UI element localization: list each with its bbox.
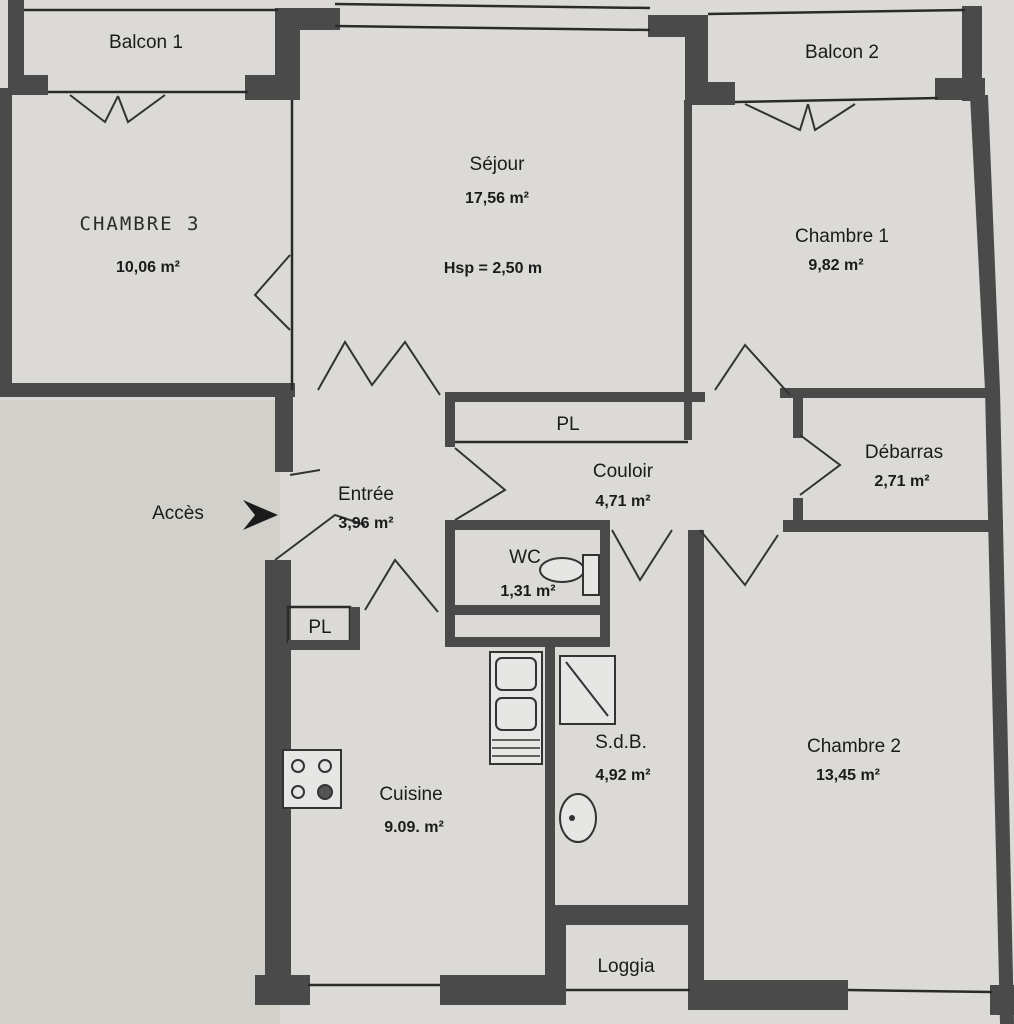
wall-debarras-left-bottom <box>793 498 803 528</box>
label-couloir: Couloir <box>593 461 654 482</box>
doors <box>69 94 856 613</box>
wall-balcon2-base-left <box>685 82 735 105</box>
exterior-area <box>0 400 280 1024</box>
label-chambre3-area: 10,06 m² <box>116 259 180 276</box>
label-entree: Entrée <box>338 484 394 505</box>
sink-basin <box>495 657 537 691</box>
wall-entree-left-top <box>275 390 293 472</box>
chambre1-window <box>734 96 939 104</box>
wall-chambre3-bottom <box>0 383 295 397</box>
balcon1-door <box>69 94 166 124</box>
wall-chambre1-right <box>970 95 1000 390</box>
wall-sdb-bottom <box>548 905 703 925</box>
label-acces: Accès <box>152 503 204 524</box>
stove <box>282 749 342 809</box>
label-sejour: Séjour <box>470 154 526 175</box>
label-entree-area: 3,96 m² <box>338 515 393 532</box>
label-sejour-height: Hsp = 2,50 m <box>444 260 542 277</box>
label-chambre1: Chambre 1 <box>795 226 889 247</box>
sejour-door <box>317 340 441 396</box>
labels: Balcon 1 Balcon 2 Séjour 17,56 m² Hsp = … <box>80 32 944 977</box>
label-cuisine-area: 9.09. m² <box>384 819 444 836</box>
debarras-door <box>799 434 842 496</box>
sink-drainer <box>492 739 540 757</box>
wall-bottom-middle <box>440 975 560 1005</box>
chambre1-door <box>714 343 791 396</box>
chambre2-window <box>847 988 993 994</box>
toilet-tank <box>582 554 600 596</box>
wall-cuisine-right <box>545 647 555 977</box>
wall-bottom-right <box>688 980 848 1010</box>
sejour-window-inner <box>334 24 651 32</box>
stove-burner <box>291 785 305 799</box>
washbasin <box>559 793 597 843</box>
label-placard1: PL <box>556 414 579 435</box>
wall-debarras-left-top <box>793 398 803 438</box>
wall-sejour-right <box>684 100 692 440</box>
balcon2-railing <box>707 8 966 16</box>
kitchen-sink <box>489 651 543 765</box>
shower-diagonal <box>565 661 609 717</box>
stove-burner <box>291 759 305 773</box>
label-wc: WC <box>509 547 541 568</box>
wall-balcon2-right <box>962 6 982 101</box>
label-couloir-area: 4,71 m² <box>595 493 650 510</box>
label-sdb: S.d.B. <box>595 732 647 753</box>
label-placard2: PL <box>308 617 331 638</box>
label-debarras-area: 2,71 m² <box>874 473 929 490</box>
stove-burner <box>318 759 332 773</box>
wall-placard-top <box>445 392 705 402</box>
access-arrow-icon <box>243 500 278 530</box>
cuisine-door <box>364 558 439 613</box>
label-chambre3: CHAMBRE 3 <box>80 213 201 235</box>
wall-chambre3-left <box>0 88 12 388</box>
toilet-bowl <box>539 557 585 583</box>
wc-door <box>454 447 507 521</box>
entry-door <box>274 469 366 561</box>
label-chambre2-area: 13,45 m² <box>816 767 880 784</box>
wall-balcon1-corner <box>8 75 48 95</box>
label-balcon1: Balcon 1 <box>109 32 183 53</box>
chambre2-door <box>611 529 779 587</box>
sejour-window-outer <box>334 2 651 10</box>
label-sejour-area: 17,56 m² <box>465 190 529 207</box>
wall-sejour-top-left <box>275 8 340 30</box>
washbasin-drain <box>569 815 575 821</box>
wall-chambre2-left <box>688 530 704 1000</box>
wall-wc-right <box>600 520 610 645</box>
label-chambre1-area: 9,82 m² <box>808 257 863 274</box>
balcon2-door <box>744 103 856 132</box>
label-chambre2: Chambre 2 <box>807 736 901 757</box>
wall-balcon1-left <box>8 0 24 95</box>
wall-wc-bottom <box>445 605 610 615</box>
wall-chambre2-right <box>985 390 1014 1024</box>
wall-bottom-left <box>255 975 310 1005</box>
stove-burner <box>317 784 333 800</box>
chambre3-door <box>253 254 291 331</box>
fixtures <box>243 500 616 843</box>
wall-sdb-top <box>445 637 610 647</box>
wall-bottom-corner <box>990 985 1014 1015</box>
label-cuisine: Cuisine <box>379 784 442 805</box>
sink-basin <box>495 697 537 731</box>
label-sdb-area: 4,92 m² <box>595 767 650 784</box>
wall-debarras-bottom <box>783 520 1003 532</box>
wall-placard2-right <box>350 607 360 650</box>
label-loggia: Loggia <box>597 956 654 977</box>
wall-placard-left <box>445 392 455 447</box>
label-balcon2: Balcon 2 <box>805 42 879 63</box>
wall-cuisine-top <box>288 640 358 650</box>
label-wc-area: 1,31 m² <box>500 583 555 600</box>
wall-wc-left <box>445 520 455 645</box>
wall-chambre1-bottom <box>780 388 990 398</box>
windows-and-partitions <box>24 2 993 994</box>
label-debarras: Débarras <box>865 442 943 463</box>
wall-wc-top <box>445 520 607 530</box>
